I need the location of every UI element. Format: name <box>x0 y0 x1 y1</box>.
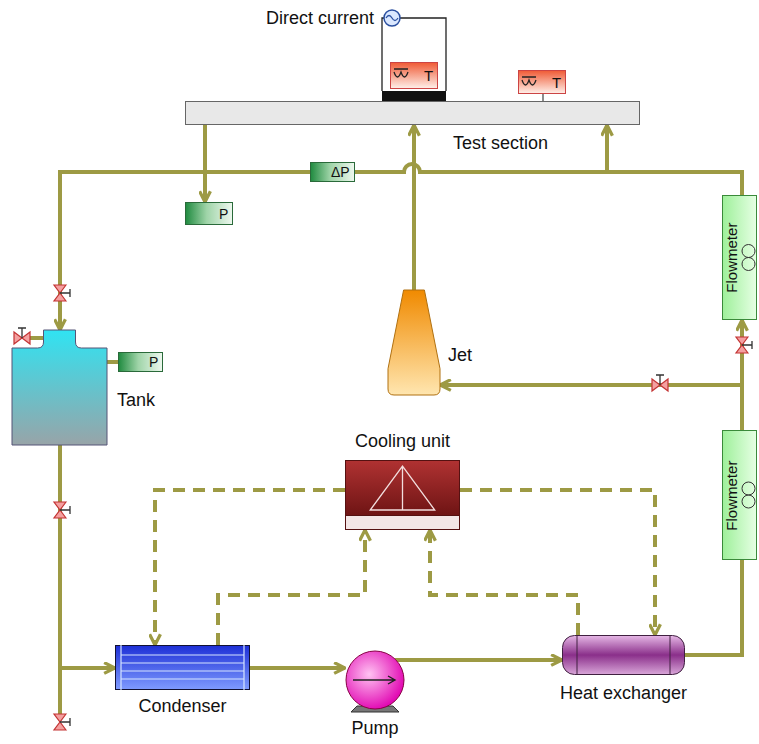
pump: Pump <box>345 650 405 710</box>
heater-symbol <box>522 77 536 85</box>
source-label: Direct current <box>266 8 374 29</box>
pump-arrow <box>353 676 395 684</box>
sensor-box <box>519 71 566 94</box>
pump-outline <box>345 650 405 710</box>
jet-body <box>388 290 440 395</box>
tank-outline <box>12 330 107 445</box>
pipe <box>60 125 205 330</box>
node-text: T <box>552 74 561 91</box>
part-name: Tank <box>117 390 155 411</box>
tank-body <box>12 330 107 445</box>
dc-source <box>382 10 446 91</box>
wire <box>382 18 446 91</box>
test-section: Test section <box>185 101 640 125</box>
condenser: Condenser <box>115 645 250 690</box>
pipe <box>250 666 345 670</box>
valve <box>54 285 70 301</box>
part-name: Test section <box>453 133 548 154</box>
cooling-base <box>346 516 460 530</box>
valve <box>54 714 70 730</box>
cooling-symbol <box>370 466 434 510</box>
test-bar <box>186 102 640 125</box>
pipe-crossing <box>355 164 607 172</box>
pipe <box>685 560 742 655</box>
valve <box>14 328 30 344</box>
sensor-stem <box>542 94 544 101</box>
part-name: Jet <box>448 345 472 366</box>
vent-pipe <box>30 336 44 340</box>
cooling-unit: Cooling unit <box>345 460 460 530</box>
pressure-sensor: P <box>185 202 233 225</box>
jet-outline <box>388 290 440 395</box>
heater-pad <box>382 91 446 101</box>
part-name: Cooling unit <box>355 431 450 452</box>
valve <box>652 375 668 391</box>
coolant-line <box>218 530 365 645</box>
cooling-unit-outline <box>345 460 460 530</box>
valve <box>54 502 70 518</box>
coolant-line <box>155 490 345 645</box>
coolant-line <box>430 530 578 635</box>
temperature-sensor: T <box>518 70 566 94</box>
valve <box>736 337 752 353</box>
heat-exchanger-outline <box>562 635 685 675</box>
flowmeter: Flowmeter <box>722 430 757 560</box>
node-text: ΔP <box>331 164 350 180</box>
pressure-sensor: P <box>118 352 163 372</box>
tube-sheet <box>577 635 670 675</box>
sensor-box <box>391 63 438 89</box>
drain-pipe <box>58 668 62 714</box>
cooling-body <box>346 461 460 516</box>
flowmeter-body <box>723 196 757 320</box>
sensor-box <box>119 353 163 372</box>
node-text: P <box>219 206 228 222</box>
pipe <box>107 360 118 364</box>
pipe <box>412 125 416 290</box>
rotor-symbol <box>742 258 755 271</box>
node-text: P <box>149 354 158 370</box>
node-text: Flowmeter <box>723 223 740 293</box>
source-symbol <box>384 10 400 26</box>
part-name: Condenser <box>139 696 227 717</box>
flowmeter-body <box>723 431 757 560</box>
rotor-symbol <box>742 482 755 495</box>
sensor-box <box>186 203 233 225</box>
condenser-tubes <box>121 645 244 690</box>
tank: Tank <box>12 330 107 445</box>
part-name: Heat exchanger <box>560 683 687 704</box>
node-text: T <box>424 67 433 84</box>
heater-symbol <box>394 69 408 77</box>
pump-casing <box>346 651 404 709</box>
heat-exchanger: Heat exchanger <box>562 635 685 675</box>
coolant-line <box>460 490 655 635</box>
jet: Jet <box>388 290 440 395</box>
source-wave <box>386 16 398 21</box>
flowmeter: Flowmeter <box>722 195 757 320</box>
pipe <box>205 170 310 174</box>
rotor-symbol <box>742 245 755 258</box>
pipe <box>607 125 742 195</box>
exchanger-shell <box>563 636 685 675</box>
temperature-sensor: T <box>390 62 438 89</box>
pipe <box>440 385 742 430</box>
pipe <box>405 658 562 662</box>
sensor-box <box>311 163 355 182</box>
test-section-outline <box>185 101 640 125</box>
node-text: Flowmeter <box>723 460 740 530</box>
part-name: Pump <box>352 718 399 739</box>
pipe <box>60 445 115 668</box>
rotor-symbol <box>742 495 755 508</box>
condenser-body <box>116 646 250 690</box>
condenser-outline <box>115 645 250 690</box>
differential-pressure-sensor: ΔP <box>310 162 355 182</box>
